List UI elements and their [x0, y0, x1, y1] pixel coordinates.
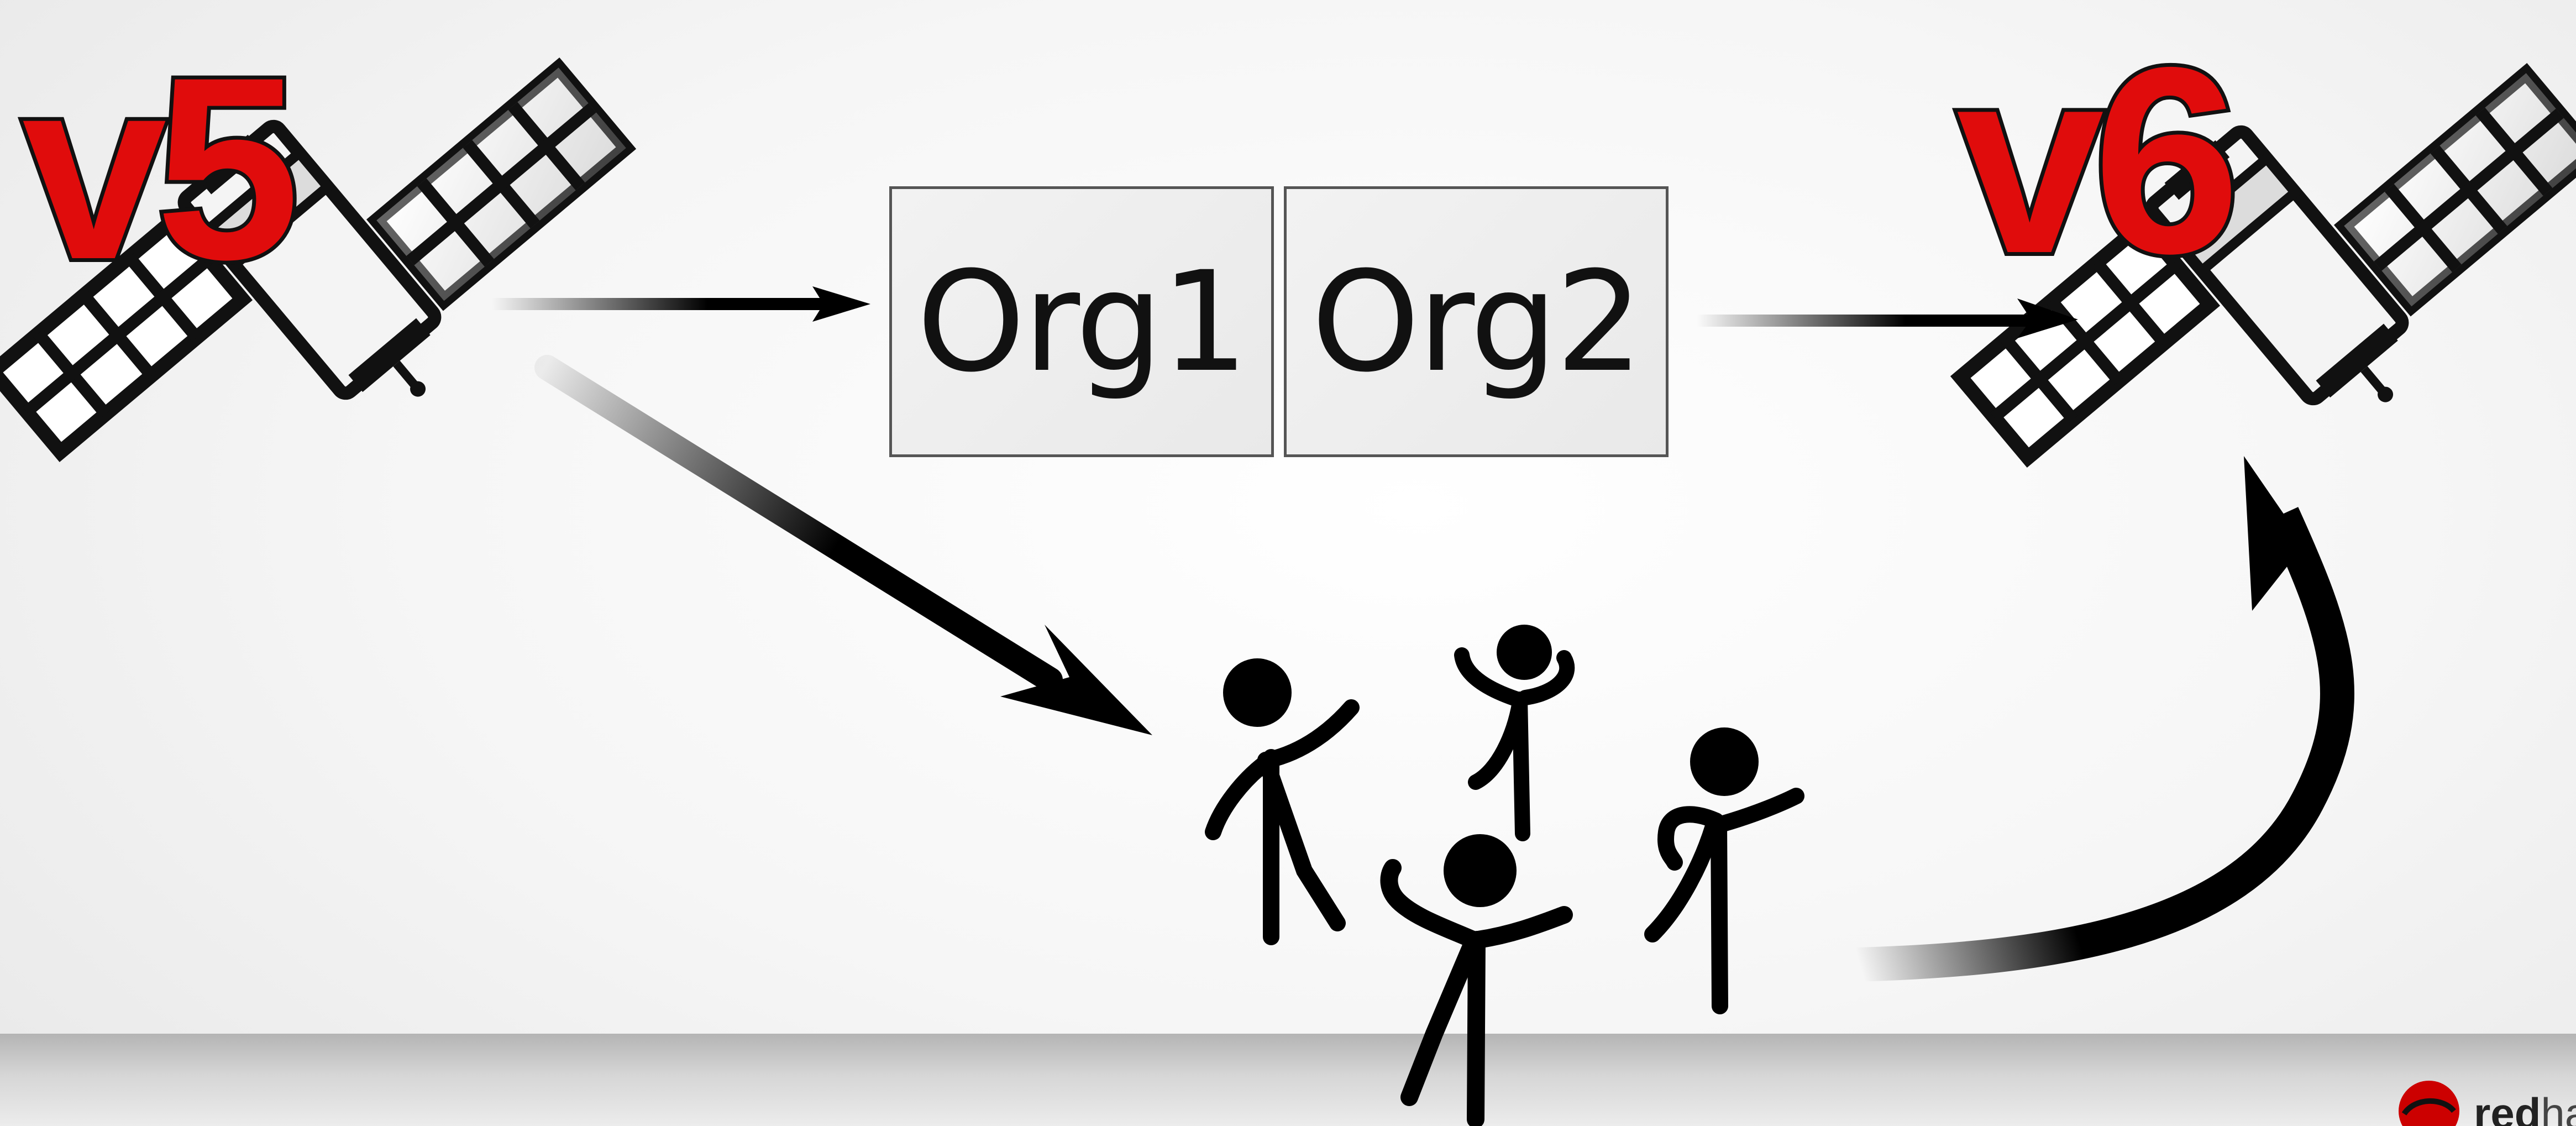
redhat-logo-text: redha [2474, 1092, 2576, 1126]
arrow-org2-to-v6 [1697, 298, 2078, 338]
org1-box: Org1 [889, 186, 1274, 457]
stick-figure-icon [1380, 834, 1573, 1126]
logo-text-rest: ha [2541, 1089, 2576, 1126]
redhat-logo-icon [2399, 1081, 2459, 1126]
arrow-community-to-v6 [1856, 456, 2354, 982]
arrow-v5-to-community [534, 355, 1152, 735]
arrow-v5-to-org1 [492, 286, 870, 322]
version-v6-label: v6 [1953, 12, 2244, 308]
stick-figure-icon [1644, 727, 1804, 1014]
org2-box: Org2 [1284, 186, 1669, 457]
logo-text-bold: red [2474, 1089, 2541, 1126]
org1-label: Org1 [916, 241, 1249, 402]
stick-figure-icon [1454, 625, 1575, 841]
floor-band [0, 1034, 2576, 1126]
org2-label: Org2 [1311, 241, 1644, 402]
version-v5-label: v5 [18, 23, 304, 313]
stick-figure-icon [1205, 658, 1360, 945]
